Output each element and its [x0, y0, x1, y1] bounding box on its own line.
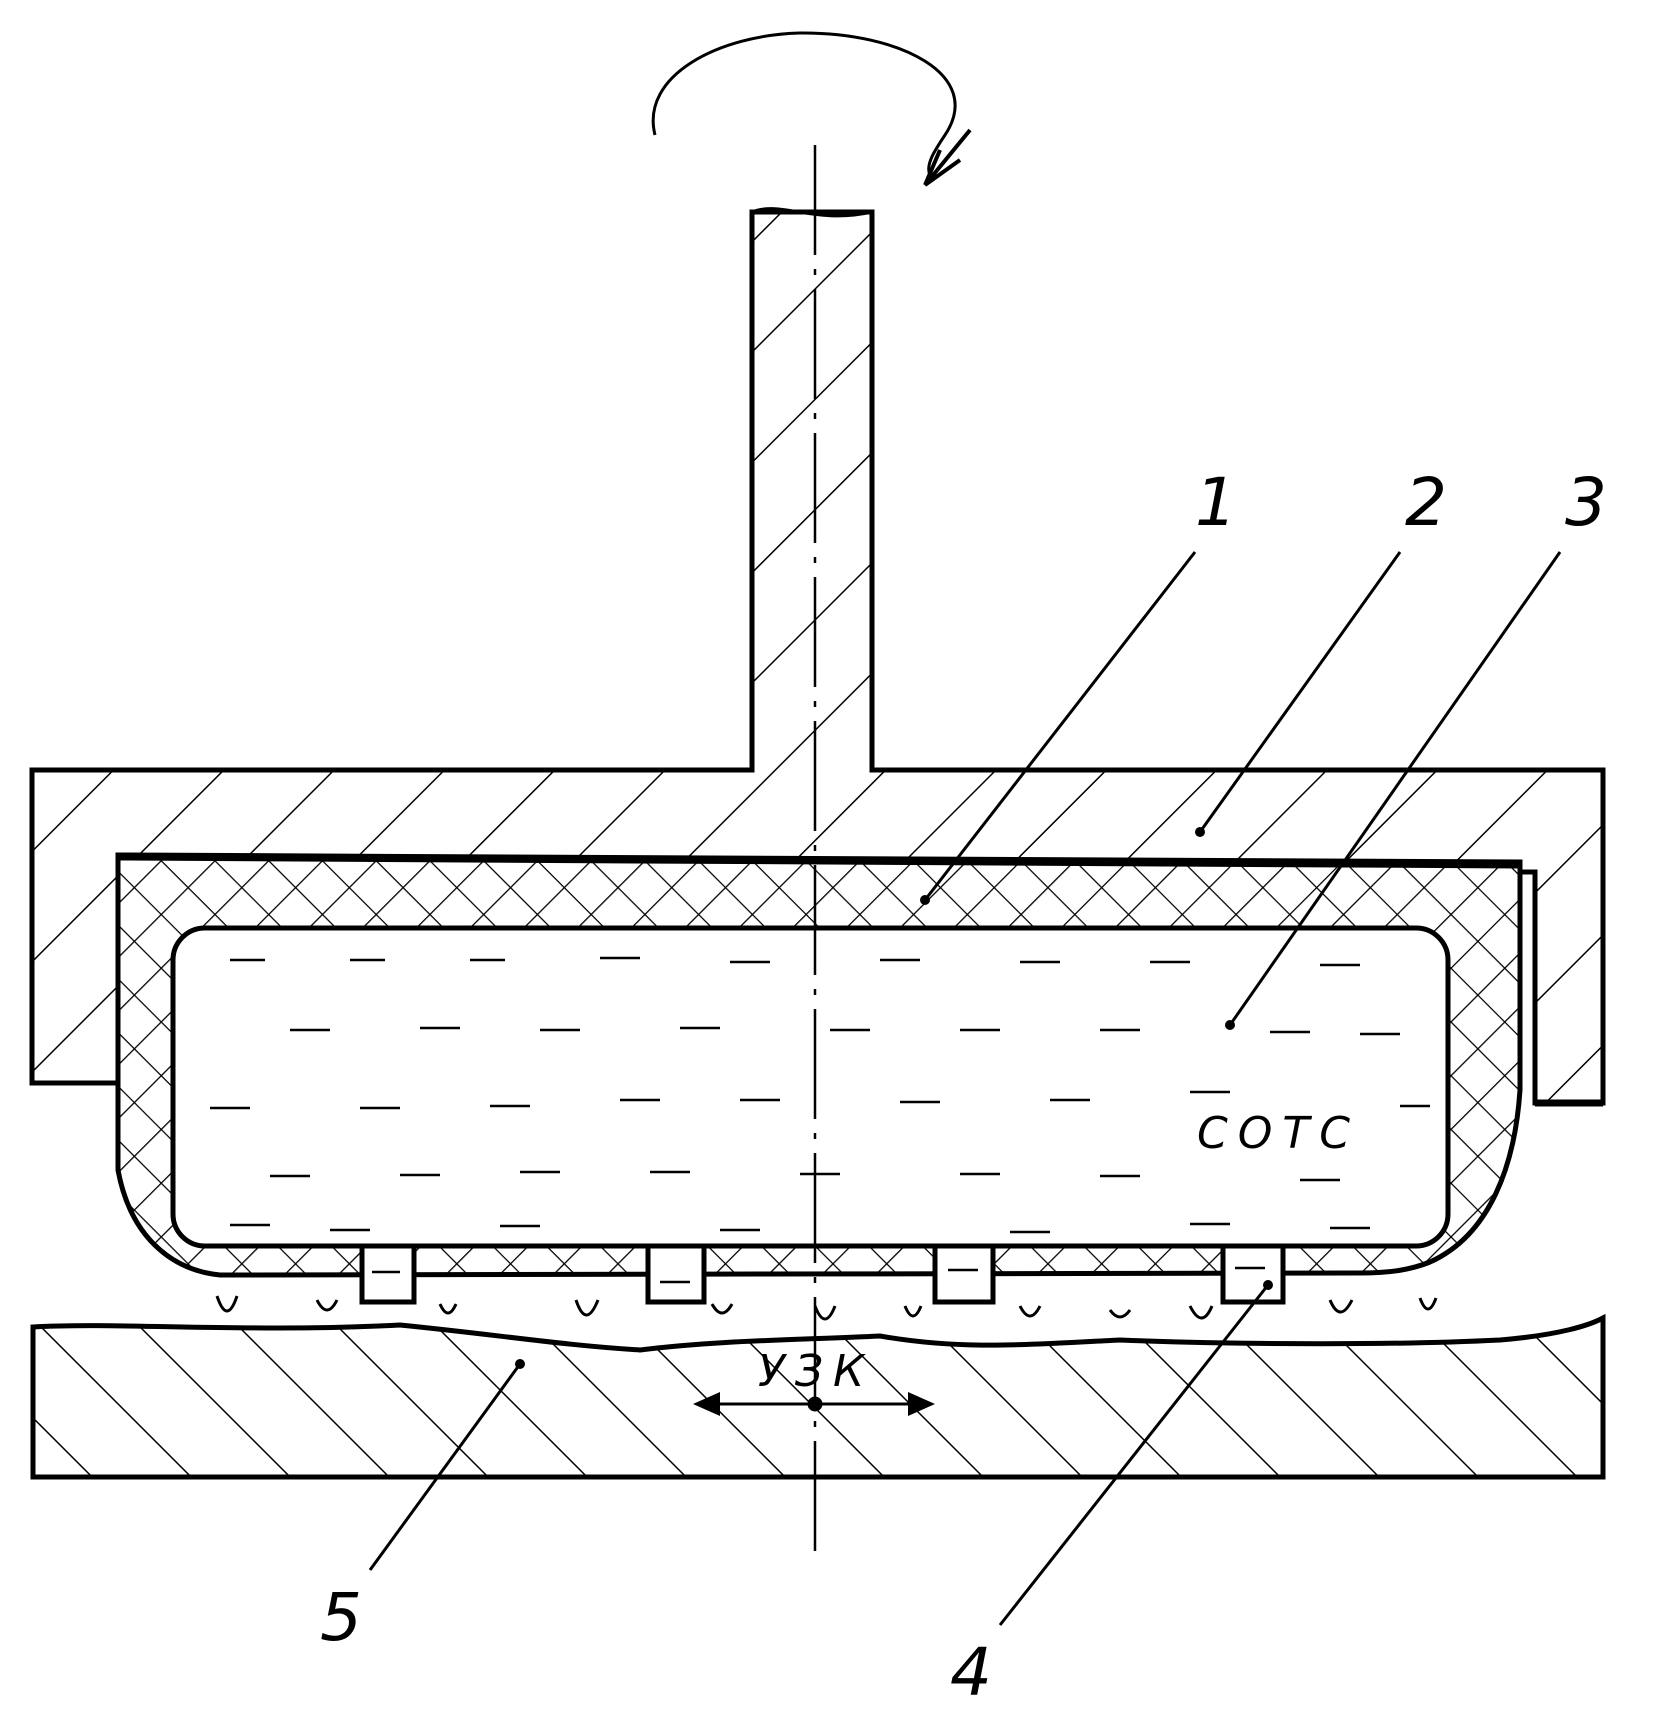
label-ultrasound: УЗК — [758, 1346, 874, 1397]
label-part-1: 1 — [1195, 464, 1237, 541]
rotation-arrow — [653, 33, 970, 185]
label-part-3: 3 — [1565, 464, 1607, 541]
label-coolant: СОТС — [1197, 1108, 1360, 1159]
label-part-2: 2 — [1405, 464, 1447, 541]
coolant-cavity — [173, 928, 1448, 1246]
label-part-4: 4 — [950, 1634, 992, 1711]
label-part-5: 5 — [320, 1579, 362, 1656]
